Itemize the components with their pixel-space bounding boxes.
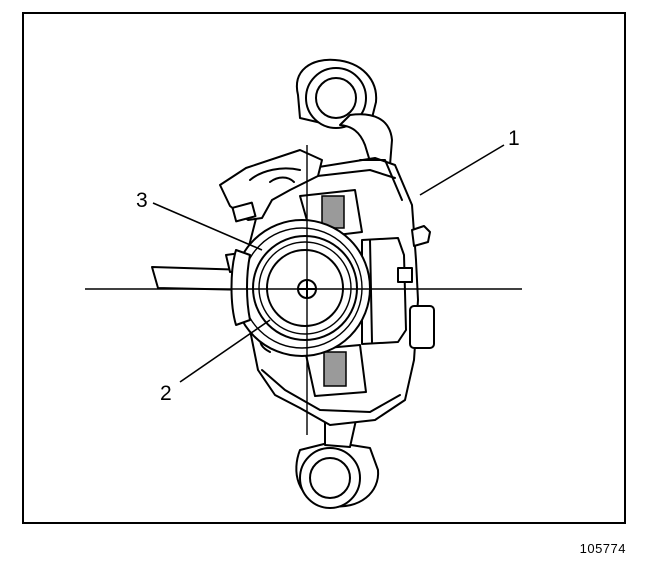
center-lines [85, 145, 522, 435]
figure-number: 105774 [579, 541, 626, 556]
piston-bore [230, 219, 371, 357]
caliper-illustration [85, 58, 522, 509]
bleeder-bracket [219, 149, 323, 223]
figure-frame [22, 12, 626, 524]
callout-1: 1 [508, 127, 520, 150]
callout-2: 2 [160, 382, 172, 405]
lower-mounting-ear [295, 414, 380, 509]
leader-line-2 [179, 319, 271, 383]
upper-mounting-ear [295, 58, 393, 169]
leader-line-1 [419, 144, 505, 196]
leader-line-3 [152, 202, 263, 251]
callout-3: 3 [136, 189, 148, 212]
